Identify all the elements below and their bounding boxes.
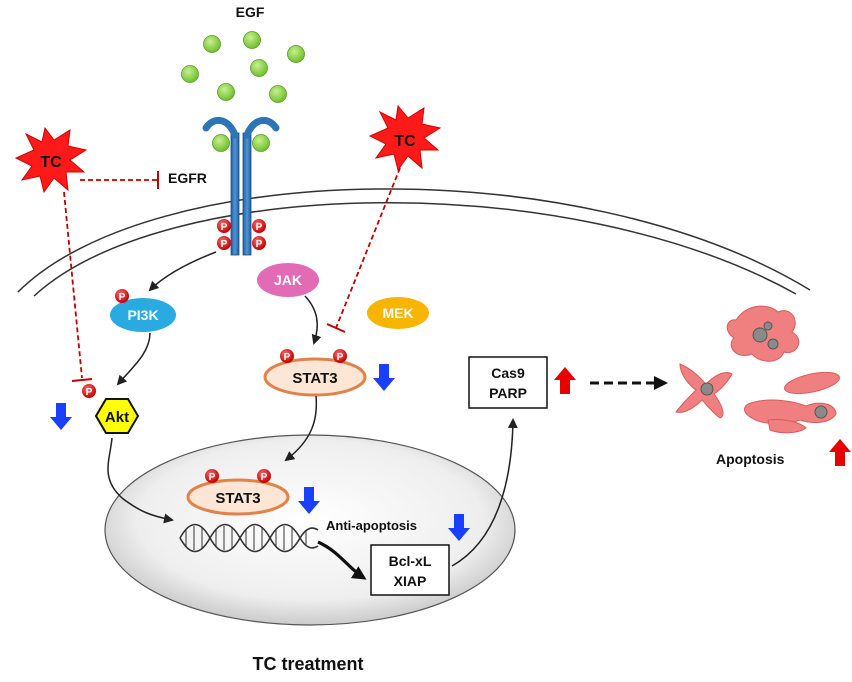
cell-membrane-inner [33, 202, 797, 297]
svg-text:P: P [256, 222, 263, 233]
egf-ligand [250, 59, 268, 77]
xiap-label: XIAP [394, 573, 427, 589]
egfr-to-pi3k-arrow [148, 251, 217, 292]
stat3-nuclear-label: STAT3 [215, 490, 260, 507]
egf-ligand-bound [212, 134, 230, 152]
egf-ligand [181, 65, 199, 83]
stat3-cyto-phospho: P [337, 352, 344, 363]
egf-ligand [217, 83, 235, 101]
egf-ligand [287, 45, 305, 63]
akt-down-arrow [50, 403, 72, 430]
pi3k-phospho: P [119, 292, 126, 303]
dna-to-bcl-arrow [317, 540, 367, 580]
egf-ligand [243, 31, 261, 49]
tc-akt-inhibition-line [63, 191, 83, 379]
stat3-nuc-phospho: P [209, 472, 216, 483]
jak-node [257, 263, 319, 297]
stat3-nuc-phospho: P [261, 472, 268, 483]
cas9-label: Cas9 [491, 365, 525, 381]
cas9-up-arrow [554, 367, 576, 394]
bcl-xiap-box [370, 544, 450, 596]
apoptotic-fragment [744, 399, 837, 425]
svg-text:P: P [221, 239, 228, 250]
akt-phospho: P [86, 387, 93, 398]
egfr-label: EGFR [168, 170, 207, 186]
svg-text:P: P [221, 222, 228, 233]
stat3-cytoplasm-node [263, 357, 367, 397]
anti-apoptosis-down-arrow [448, 514, 470, 541]
stat3-nuclear-node [186, 478, 290, 516]
jak-to-stat3-arrow [304, 295, 322, 345]
akt-to-dna-arrow [107, 437, 174, 524]
tc-label-left: TC [40, 154, 62, 171]
tc-burst-right: TC [368, 104, 442, 172]
egf-ligand-bound [252, 134, 270, 152]
bcl-xl-label: Bcl-xL [389, 553, 432, 569]
dna-helix [179, 523, 319, 553]
anti-apoptosis-label: Anti-apoptosis [326, 518, 417, 533]
tc-stat3-inhibition-bar [326, 323, 346, 333]
apoptotic-fragment [784, 371, 840, 395]
egf-ligands [181, 31, 305, 103]
pi3k-node [110, 298, 176, 332]
parp-label: PARP [489, 385, 527, 401]
apoptosis-label: Apoptosis [716, 451, 785, 467]
stat3-nuclear-down-arrow [298, 487, 320, 514]
tc-label-right: TC [394, 133, 416, 150]
akt-label: Akt [105, 409, 129, 426]
mek-node [367, 297, 429, 329]
cell-membrane-outer [17, 188, 811, 293]
egf-label: EGF [236, 4, 265, 20]
footer-title: TC treatment [252, 654, 363, 674]
pi3k-to-akt-arrow [116, 332, 151, 386]
apoptosis-up-arrow [829, 439, 851, 466]
tc-akt-inhibition-bar [71, 378, 93, 382]
stat3-cyto-phospho: P [284, 352, 291, 363]
stat3-cytoplasm-label: STAT3 [292, 370, 337, 387]
tc-burst-left: TC [14, 126, 88, 194]
receptor-phosphates: P P P P [217, 219, 266, 250]
egfr-receptor [202, 116, 280, 256]
stat3-cyto-down-arrow [373, 364, 395, 391]
apoptotic-fragment [767, 419, 807, 434]
stat3-translocation-arrow [284, 395, 318, 462]
egf-ligand [269, 85, 287, 103]
tc-stat3-inhibition-line [335, 167, 401, 329]
pi3k-label: PI3K [127, 307, 158, 323]
jak-label: JAK [274, 272, 302, 288]
akt-node [94, 398, 140, 434]
egf-ligand [203, 35, 221, 53]
apoptotic-cells [675, 305, 840, 434]
mek-label: MEK [382, 305, 413, 321]
svg-text:P: P [256, 239, 263, 250]
bcl-to-cas9-arrow [451, 418, 518, 567]
cas9-parp-box [468, 356, 548, 409]
